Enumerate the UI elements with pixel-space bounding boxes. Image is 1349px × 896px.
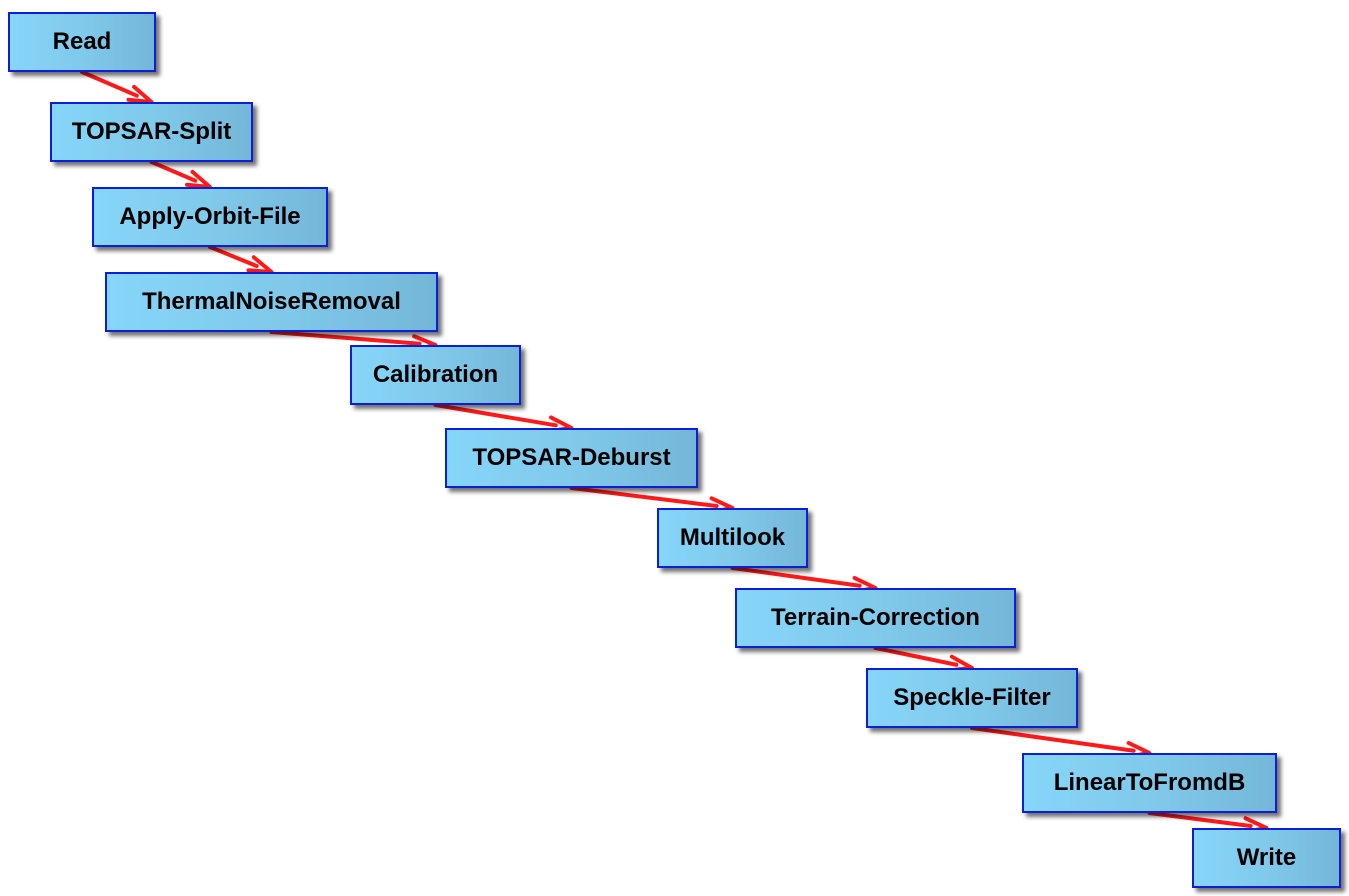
edge-line [873,646,959,667]
edge-read-to-split [80,70,154,104]
edge-arrowhead [185,169,212,189]
edge-split-to-orbit [149,160,212,189]
node-apply-orbit-file[interactable]: Apply-Orbit-File [92,187,328,247]
node-thermal-noise-removal[interactable]: ThermalNoiseRemoval [105,272,438,332]
edge-arrowhead [246,255,274,274]
node-write[interactable]: Write [1192,828,1341,888]
node-read[interactable]: Read [8,12,156,72]
edge-arrowhead [126,84,154,104]
node-topsar-deburst[interactable]: TOPSAR-Deburst [445,428,698,488]
edge-line [569,486,719,509]
edge-line [433,403,558,428]
node-multilook[interactable]: Multilook [657,508,808,568]
edge-line [80,70,139,98]
edge-line [208,245,259,268]
node-terrain-correction[interactable]: Terrain-Correction [735,588,1016,648]
edge-line [730,566,862,588]
node-linear-to-from-db[interactable]: LinearToFromdB [1022,753,1277,813]
node-speckle-filter[interactable]: Speckle-Filter [866,668,1078,728]
node-topsar-split[interactable]: TOPSAR-Split [50,102,253,162]
edge-line [269,330,422,346]
edge-orbit-to-thermal [208,245,274,274]
edge-line [970,726,1136,753]
node-calibration[interactable]: Calibration [350,345,521,405]
edge-line [1147,811,1253,828]
edge-line [149,160,198,183]
